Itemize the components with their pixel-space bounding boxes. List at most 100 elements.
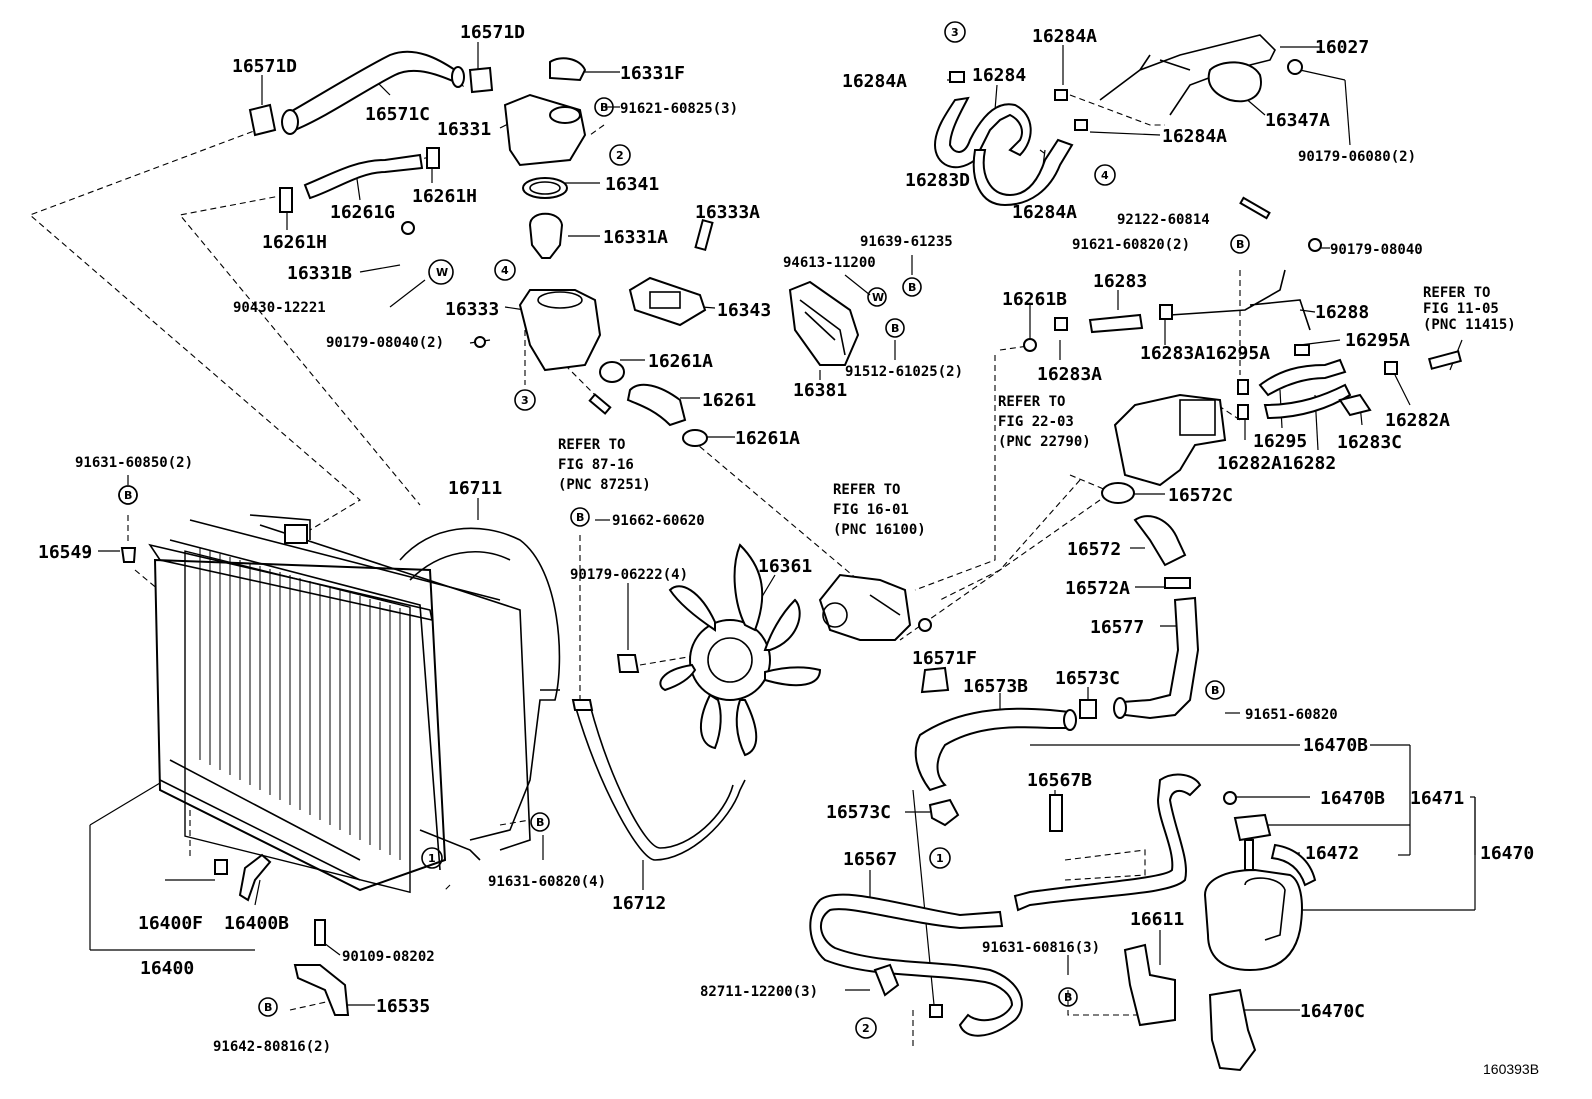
svg-text:B: B [1236,238,1244,251]
callout-circle: 3 [514,389,536,411]
callout-circle: 2 [855,1017,877,1039]
radiator [148,514,531,894]
svg-text:B: B [600,101,608,114]
svg-text:W: W [436,266,448,279]
svg-text:3: 3 [521,394,529,407]
part-label: 16331 [437,119,491,140]
svg-text:REFER TO: REFER TO [1423,285,1490,301]
part-label: 16284 [972,65,1026,86]
part-label: 16571C [365,104,430,125]
part-label: 16470C [1300,1001,1365,1022]
svg-text:B: B [264,1001,272,1014]
part-label: 90179-08040 [1330,242,1423,258]
part-label: 16573C [826,802,891,823]
fan-shroud [399,527,561,861]
bolt-symbol-b: B [118,485,138,505]
part-label: 16572 [1067,539,1121,560]
part-label: 16470 [1480,843,1534,864]
part-label: 16283D [905,170,970,191]
part-label: 91662-60620 [612,513,705,529]
part-labels: 16571D 16571D 16571C 16331F 91621-60825(… [38,22,1539,1077]
part-label: 16261H [412,186,477,207]
part-label: 16333 [445,299,499,320]
part-label: 16712 [612,893,666,914]
part-label: 16284A [1162,126,1227,147]
callout-circle: 1 [929,847,951,869]
part-label: 16400F [138,913,203,934]
part-label: 91621-60825(3) [620,101,738,117]
part-label: 16573C [1055,668,1120,689]
part-label: 16549 [38,542,92,563]
svg-text:B: B [576,511,584,524]
svg-text:2: 2 [862,1022,870,1035]
part-label: 16573B [963,676,1028,697]
bolt-symbol-b: B [902,277,922,297]
part-label: 90179-08040(2) [326,335,444,351]
part-label: 16284A [1012,202,1077,223]
part-label: 91631-60816(3) [982,940,1100,956]
bolt-symbol-b: B [1205,680,1225,700]
part-label: 16283 [1093,271,1147,292]
bolt-symbol-b: B [570,507,590,527]
part-label: 16331F [620,63,685,84]
svg-text:FIG 11-05: FIG 11-05 [1423,301,1499,317]
part-label: 16571D [460,22,525,43]
bolt-symbol-b: B [530,812,550,832]
part-label: 16027 [1315,37,1369,58]
part-label: 16331A [603,227,668,248]
part-label: 16567B [1027,770,1092,791]
part-label: 16400 [140,958,194,979]
reference-notes: REFER TO FIG 87-16 (PNC 87251) REFER TO … [558,285,1516,538]
callout-circle: 1 [421,847,443,869]
part-label: 91631-60820(4) [488,874,606,890]
svg-text:(PNC 11415): (PNC 11415) [1423,317,1516,333]
part-label: 91621-60820(2) [1072,237,1190,253]
part-label: 16567 [843,849,897,870]
part-label: 91512-61025(2) [845,364,963,380]
callout-circle: 4 [1094,164,1116,186]
part-label: 16341 [605,174,659,195]
part-label: 16333A [695,202,760,223]
bolt-symbol-b: B [1230,234,1250,254]
reference-note: REFER TO FIG 22-03 (PNC 22790) [998,394,1091,450]
svg-text:1: 1 [428,852,436,865]
part-label: 16571F [912,648,977,669]
lower-right-parts [118,485,1317,1072]
svg-text:B: B [1211,684,1219,697]
part-label: 16282A [1385,410,1450,431]
svg-text:4: 4 [501,264,509,277]
part-label: 16261A [735,428,800,449]
part-label: 90179-06080(2) [1298,149,1416,165]
part-label: 16472 [1305,843,1359,864]
radiator-core-fins [199,548,401,860]
svg-text:W: W [872,291,884,304]
reference-note: REFER TO FIG 11-05 (PNC 11415) [1423,285,1516,333]
cooling-fan [659,543,822,757]
part-label: 16571D [232,56,297,77]
svg-text:3: 3 [951,26,959,39]
top-right-parts [933,34,1463,720]
svg-text:FIG 87-16: FIG 87-16 [558,457,634,473]
svg-text:(PNC 22790): (PNC 22790) [998,434,1091,450]
lower-shroud [571,699,746,861]
part-label: 16295 [1253,431,1307,452]
part-label: 16470B [1303,735,1368,756]
part-label: 16288 [1315,302,1369,323]
svg-text:B: B [1064,991,1072,1004]
part-label: 16535 [376,996,430,1017]
svg-text:(PNC 87251): (PNC 87251) [558,477,651,493]
part-label: 90430-12221 [233,300,326,316]
part-label: 16261H [262,232,327,253]
part-label: 16611 [1130,909,1184,930]
svg-text:2: 2 [616,149,624,162]
svg-text:REFER TO: REFER TO [833,482,900,498]
part-label: 94613-11200 [783,255,876,271]
reference-note: REFER TO FIG 87-16 (PNC 87251) [558,437,651,493]
bolt-symbol-b: B [258,997,278,1017]
reference-note: REFER TO FIG 16-01 (PNC 16100) [833,482,926,538]
part-label: 16577 [1090,617,1144,638]
svg-text:B: B [891,322,899,335]
part-label: 91631-60850(2) [75,455,193,471]
bolt-symbol-b: B [594,97,614,117]
